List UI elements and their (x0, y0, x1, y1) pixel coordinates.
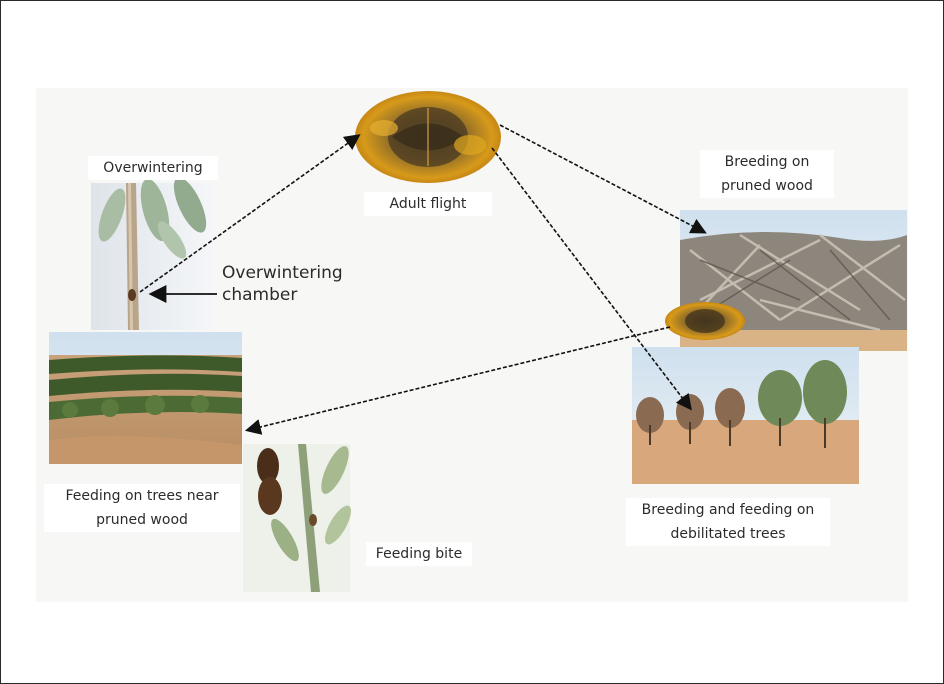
label-breeding-pruned-wood-line1: Breeding on (724, 154, 810, 170)
arrow-flight-to-debilitated (491, 147, 692, 411)
twig-feeding-image (243, 444, 351, 592)
label-overwintering-chamber-line1: Overwintering (222, 263, 343, 283)
label-feeding-bite-text: Feeding bite (375, 546, 463, 562)
label-overwintering-chamber-line2: chamber (222, 285, 298, 305)
olive-grove-image (49, 332, 242, 464)
debilitated-trees-image (632, 347, 859, 484)
label-adult-flight: Adult flight (364, 192, 492, 216)
label-breeding-pruned-wood: Breeding on pruned wood (700, 150, 834, 198)
beetle-small-image (665, 302, 745, 340)
label-overwintering-chamber: Overwintering chamber (222, 262, 343, 306)
beetle-adult-image (355, 91, 501, 183)
label-breeding-pruned-wood-line2: pruned wood (721, 178, 813, 194)
label-breeding-feeding-debilitated: Breeding and feeding on debilitated tree… (626, 498, 830, 546)
label-breeding-feeding-debilitated-line1: Breeding and feeding on (641, 502, 815, 518)
arrow-small-beetle-to-grove (244, 326, 671, 435)
label-feeding-near-pruned-line1: Feeding on trees near (65, 488, 219, 504)
label-overwintering: Overwintering (88, 156, 218, 180)
label-feeding-near-pruned-line2: pruned wood (96, 512, 188, 528)
label-feeding-bite: Feeding bite (366, 542, 472, 566)
label-breeding-feeding-debilitated-line2: debilitated trees (670, 526, 786, 542)
label-overwintering-text: Overwintering (103, 160, 203, 176)
cycle-arrows (139, 124, 707, 435)
arrow-overwintering-to-flight (139, 134, 361, 293)
label-adult-flight-text: Adult flight (389, 196, 467, 212)
arrow-flight-to-pruned (499, 124, 707, 234)
twig-overwintering-image (91, 177, 212, 330)
label-feeding-near-pruned: Feeding on trees near pruned wood (44, 484, 240, 532)
